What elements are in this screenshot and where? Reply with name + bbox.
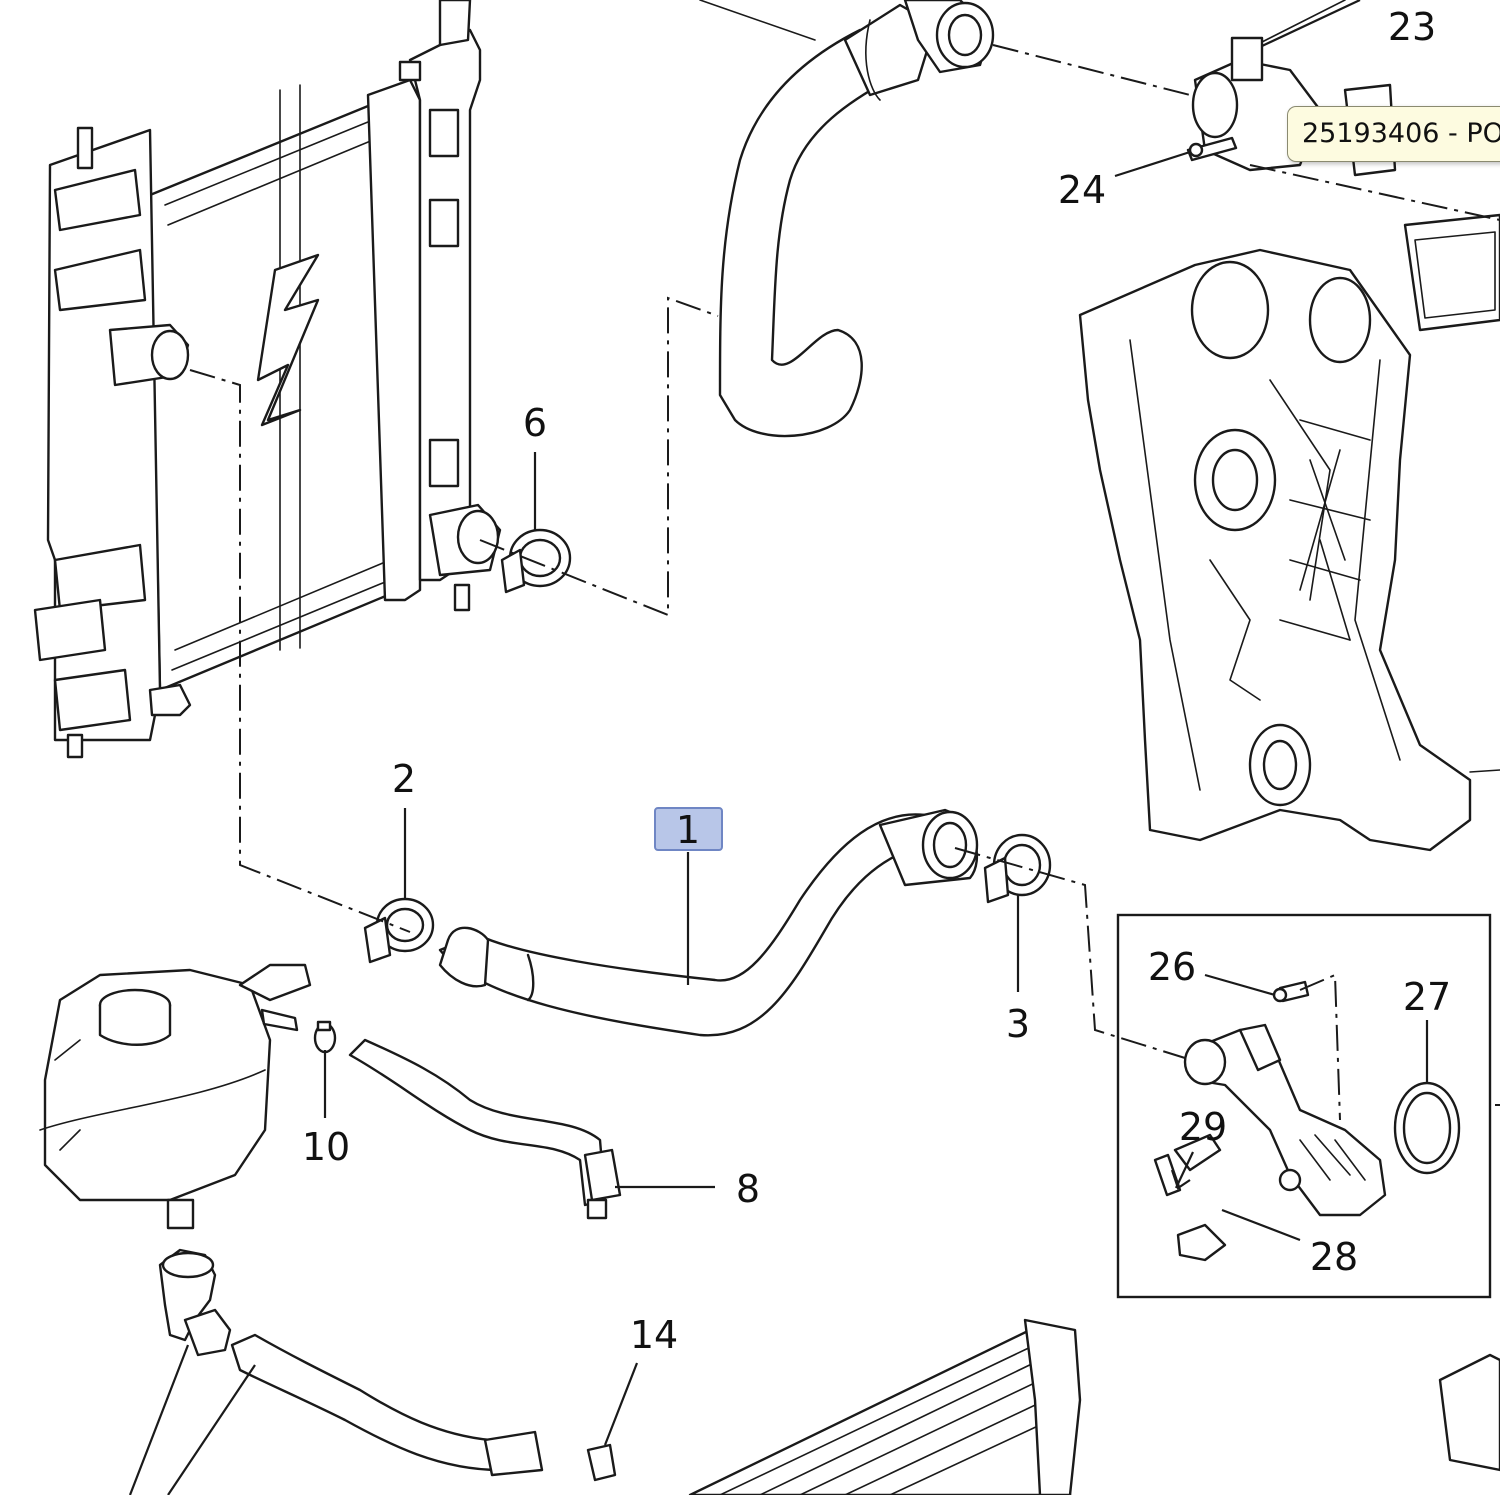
callout-10[interactable]: 10	[302, 1125, 350, 1169]
callout-24[interactable]: 24	[1058, 168, 1106, 212]
callout-28[interactable]: 28	[1310, 1235, 1358, 1279]
leader-lines	[128, 0, 1429, 1495]
part-number-tooltip: 25193406 - PO	[1287, 106, 1500, 162]
callout-1[interactable]: 1	[676, 808, 700, 852]
callout-3[interactable]: 3	[1006, 1002, 1030, 1046]
bolt-24[interactable]	[1186, 136, 1238, 162]
clamp-6[interactable]	[500, 528, 572, 594]
water-outlet-housing[interactable]	[1183, 1023, 1387, 1217]
lower-radiator-fins	[719, 1344, 1056, 1495]
cover-rib-lines	[1129, 339, 1401, 791]
clamp-10[interactable]	[313, 1020, 337, 1054]
radiator-core-lines	[164, 114, 391, 671]
seal-27[interactable]	[1393, 1081, 1461, 1175]
clamp-2[interactable]	[363, 897, 435, 964]
callout-29[interactable]: 29	[1179, 1105, 1227, 1149]
callout-26[interactable]: 26	[1148, 945, 1196, 989]
engine-front-cover[interactable]	[1078, 213, 1500, 852]
bolt-26[interactable]	[1272, 980, 1310, 1003]
callout-27[interactable]: 27	[1403, 975, 1451, 1019]
surge-tank-outlet-hose[interactable]	[158, 1248, 617, 1482]
callout-23[interactable]: 23	[1388, 5, 1436, 49]
callout-2[interactable]: 2	[392, 757, 416, 801]
clamp-3[interactable]	[983, 833, 1052, 904]
upper-radiator-hose[interactable]	[699, 0, 995, 438]
connection-lines	[189, 44, 1500, 1121]
vent-hose[interactable]	[348, 1038, 622, 1220]
clip-29[interactable]	[1153, 1153, 1182, 1197]
sensor-28[interactable]	[1173, 1133, 1227, 1262]
lower-radiator-hose[interactable]	[438, 808, 979, 1037]
callout-8[interactable]: 8	[736, 1167, 760, 1211]
coolant-surge-tank[interactable]	[39, 963, 312, 1230]
callout-14[interactable]: 14	[630, 1313, 678, 1357]
lower-radiator-partial[interactable]	[688, 1318, 1500, 1495]
callout-6[interactable]: 6	[523, 401, 547, 445]
callout-1-highlight[interactable]	[654, 807, 723, 851]
radiator[interactable]	[33, 0, 502, 759]
